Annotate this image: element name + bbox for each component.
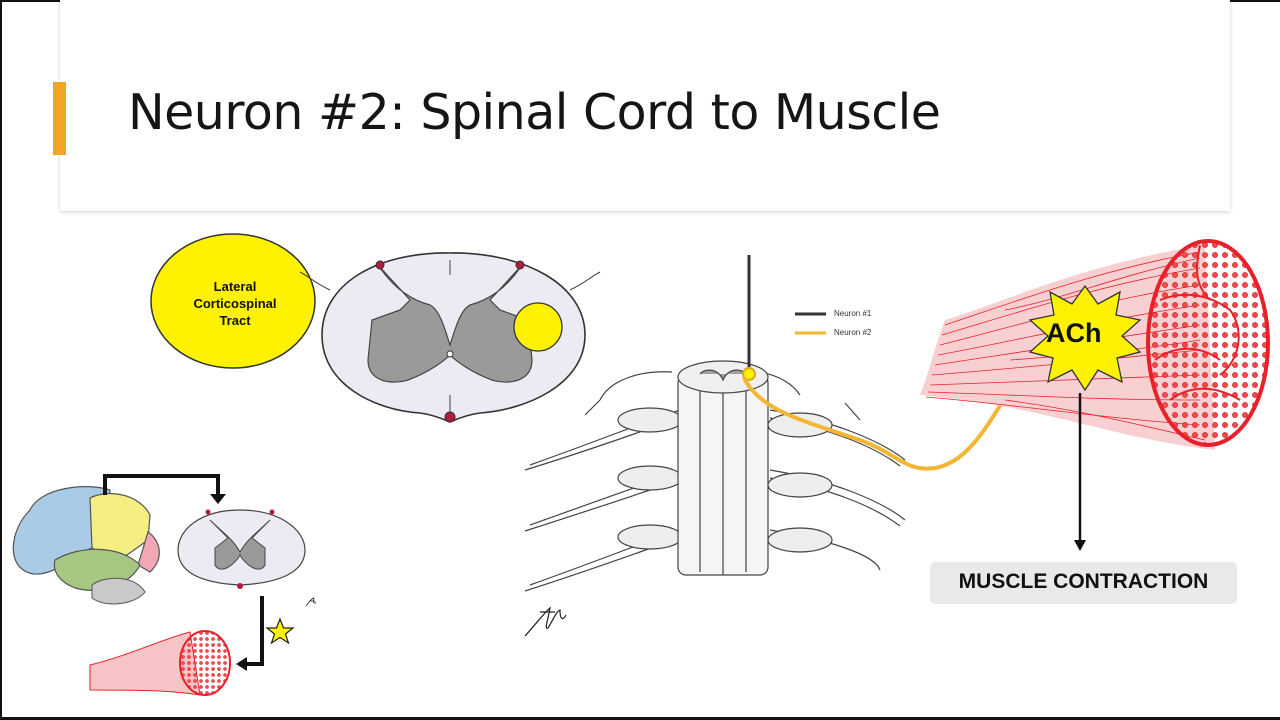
signature-icon bbox=[524, 606, 567, 637]
frame-bottom-border bbox=[0, 717, 1280, 720]
small-signature-icon bbox=[305, 597, 317, 607]
frame-left-border bbox=[0, 0, 2, 720]
muscle-contraction-label: MUSCLE CONTRACTION bbox=[958, 570, 1209, 593]
title-accent-bar bbox=[53, 82, 66, 155]
tract-callout-circle bbox=[150, 233, 316, 369]
legend-neuron2-label: Neuron #2 bbox=[834, 328, 872, 337]
brain-illustration bbox=[12, 486, 160, 605]
brain-to-cord-arrow bbox=[103, 474, 220, 496]
spinal-cord-cross-section bbox=[299, 252, 601, 423]
title-card bbox=[60, 0, 1230, 211]
neuron-2-cell-body bbox=[742, 367, 756, 381]
star-icon bbox=[265, 617, 295, 645]
spinal-cord-3d-illustration bbox=[524, 360, 906, 592]
ach-burst-icon bbox=[1028, 284, 1142, 392]
cord-to-muscle-arrow bbox=[245, 596, 264, 666]
tract-highlight bbox=[513, 302, 563, 352]
tract-callout-label: Lateral Corticospinal Tract bbox=[193, 279, 277, 328]
ach-label: ACh bbox=[1046, 318, 1102, 348]
slide-title: Neuron #2: Spinal Cord to Muscle bbox=[128, 84, 941, 141]
small-muscle-illustration bbox=[89, 630, 231, 696]
muscle-contraction-box: MUSCLE CONTRACTION bbox=[930, 562, 1237, 604]
legend-neuron1-label: Neuron #1 bbox=[834, 309, 872, 318]
small-spinal-cord-icon bbox=[177, 509, 306, 589]
